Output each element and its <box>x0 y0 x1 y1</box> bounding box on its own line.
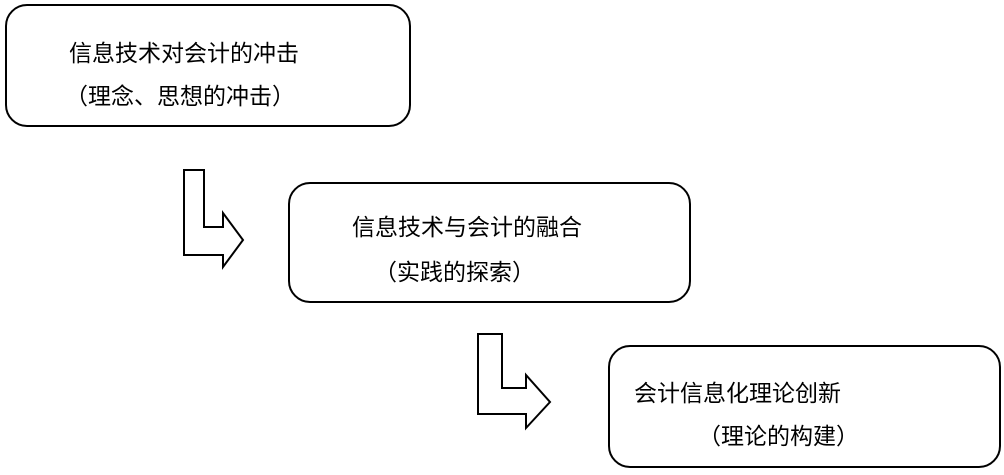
step-box-3: 会计信息化理论创新 （理论的构建） <box>608 345 1001 468</box>
step-box-1: 信息技术对会计的冲击 （理念、思想的冲击） <box>5 4 411 127</box>
step-title: 信息技术对会计的冲击 <box>69 41 299 67</box>
step-subtitle: （理论的构建） <box>698 424 859 450</box>
step-title: 会计信息化理论创新 <box>634 381 841 407</box>
step-subtitle: （理念、思想的冲击） <box>65 84 295 110</box>
step-subtitle: （实践的探索） <box>374 260 535 286</box>
step-title: 信息技术与会计的融合 <box>352 215 582 241</box>
step-box-2: 信息技术与会计的融合 （实践的探索） <box>288 182 691 303</box>
bent-arrow-icon <box>477 333 552 431</box>
bent-arrow-icon <box>183 169 245 271</box>
